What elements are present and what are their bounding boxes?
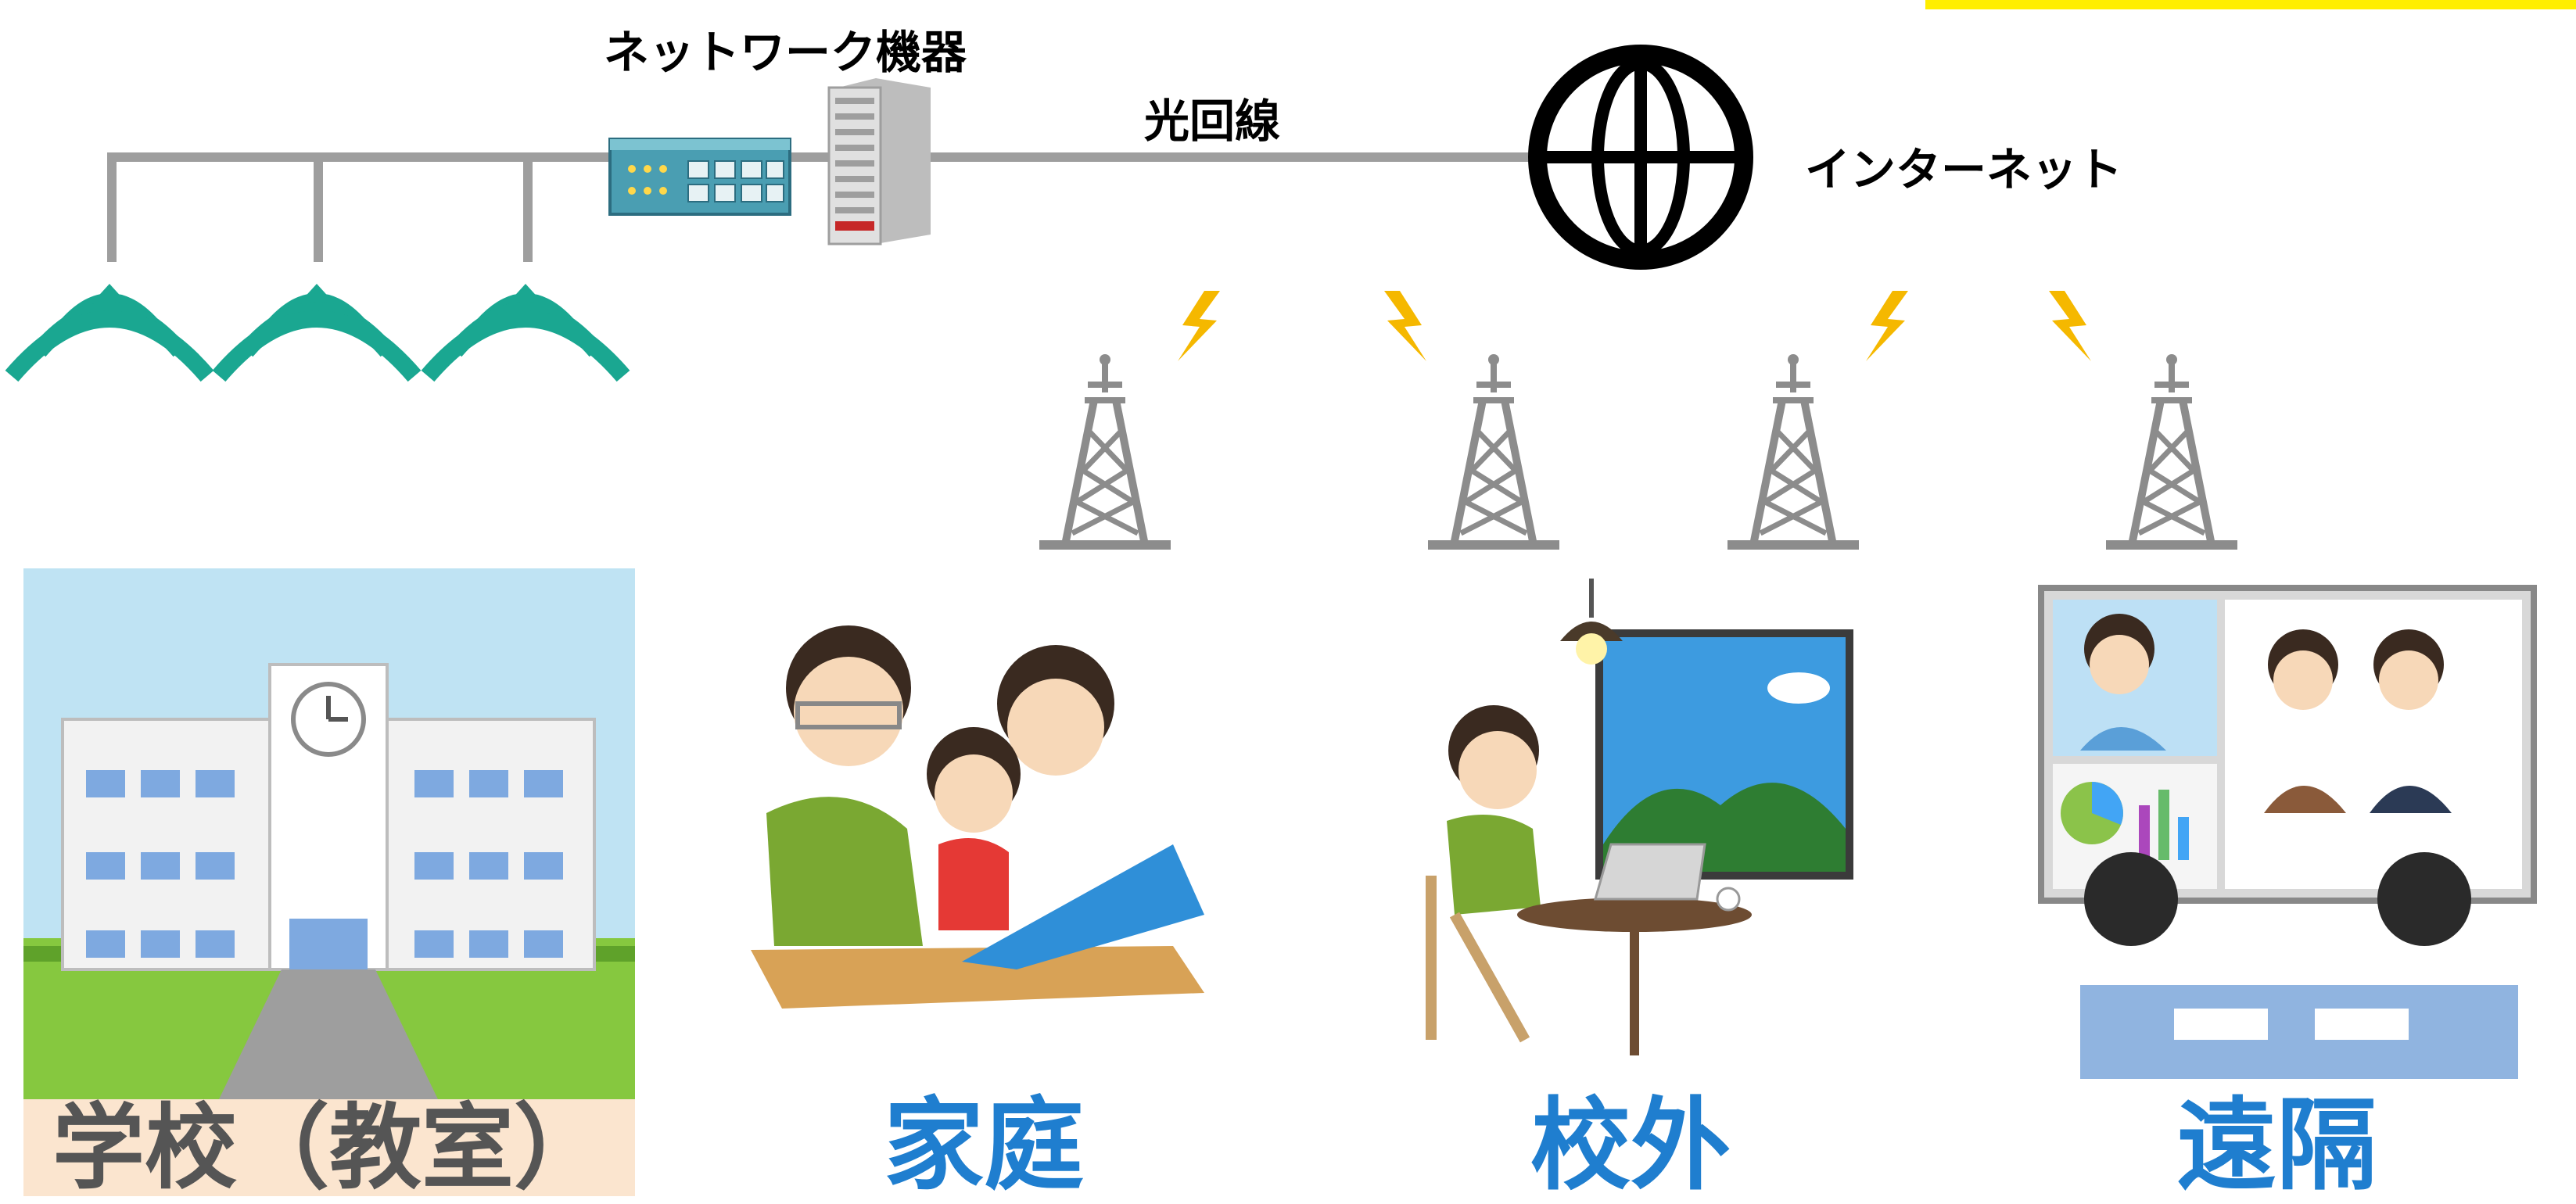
school-illustration xyxy=(23,568,635,1102)
video-meeting-illustration xyxy=(2038,585,2537,1079)
globe-icon xyxy=(1528,45,1753,270)
radio-tower-icon xyxy=(1428,354,1559,545)
radio-tower-icon xyxy=(1039,354,1171,545)
place-label-school: 学校（教室） xyxy=(23,1099,635,1196)
server-rack-icon xyxy=(827,78,931,245)
lightning-icon xyxy=(2049,291,2091,361)
highlight-bar xyxy=(1925,0,2576,9)
lightning-icon xyxy=(1866,291,1908,361)
wifi-icon xyxy=(12,284,207,376)
radio-tower-icon xyxy=(1727,354,1859,545)
place-label-remote: 遠隔 xyxy=(2176,1088,2377,1204)
place-label-home: 家庭 xyxy=(884,1088,1085,1204)
network-switch-icon xyxy=(608,138,791,216)
lightning-icon xyxy=(1178,291,1220,361)
family-laptop-illustration xyxy=(751,625,1204,1009)
wifi-icon xyxy=(219,284,414,376)
cafe-laptop-illustration xyxy=(1426,579,1853,1055)
radio-tower-icon xyxy=(2106,354,2237,545)
cable-lines xyxy=(107,152,1541,262)
place-label-outside: 校外 xyxy=(1530,1088,1731,1204)
lightning-icon xyxy=(1384,291,1426,361)
network-equipment-label: ネットワーク機器 xyxy=(604,26,967,79)
fiber-line-label: 光回線 xyxy=(1144,95,1281,148)
internet-label: インターネット xyxy=(1805,143,2123,196)
wifi-icon xyxy=(428,284,623,376)
